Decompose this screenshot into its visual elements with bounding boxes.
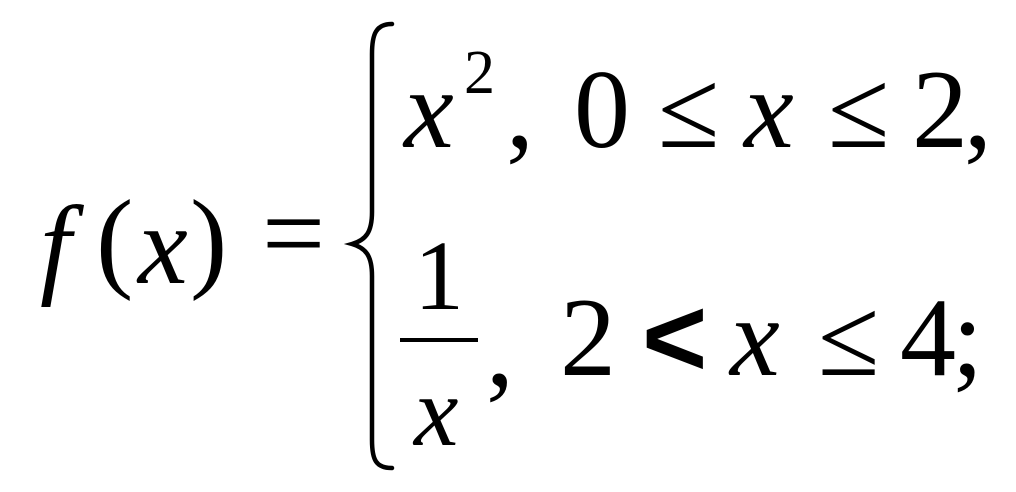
case1-base: x (404, 48, 454, 172)
case2-comma: , (486, 286, 514, 410)
case2-op2: ≤ (818, 276, 880, 400)
case1-op2: ≤ (828, 48, 890, 172)
case1-comma: , (506, 48, 534, 172)
case2-variable: x (730, 276, 780, 400)
case1-variable: x (744, 48, 794, 172)
case2-denominator: x (414, 356, 459, 467)
lhs-variable: x (138, 184, 188, 308)
case2-upper-bound: 4 (900, 276, 956, 400)
close-paren: ) (190, 178, 228, 302)
case2-numerator: 1 (414, 220, 464, 331)
case1-exponent: 2 (464, 39, 495, 107)
case2-op1: < (642, 275, 708, 400)
case1-upper-bound: 2 (912, 48, 968, 172)
case2-end: ; (952, 276, 984, 400)
case2-lower-bound: 2 (560, 276, 616, 400)
open-paren: ( (96, 178, 134, 302)
case1-op1: ≤ (658, 48, 720, 172)
case1-lower-bound: 0 (574, 48, 630, 172)
equals-sign: = (262, 172, 326, 296)
case1-end: , (964, 48, 992, 172)
function-name: f (40, 184, 72, 308)
